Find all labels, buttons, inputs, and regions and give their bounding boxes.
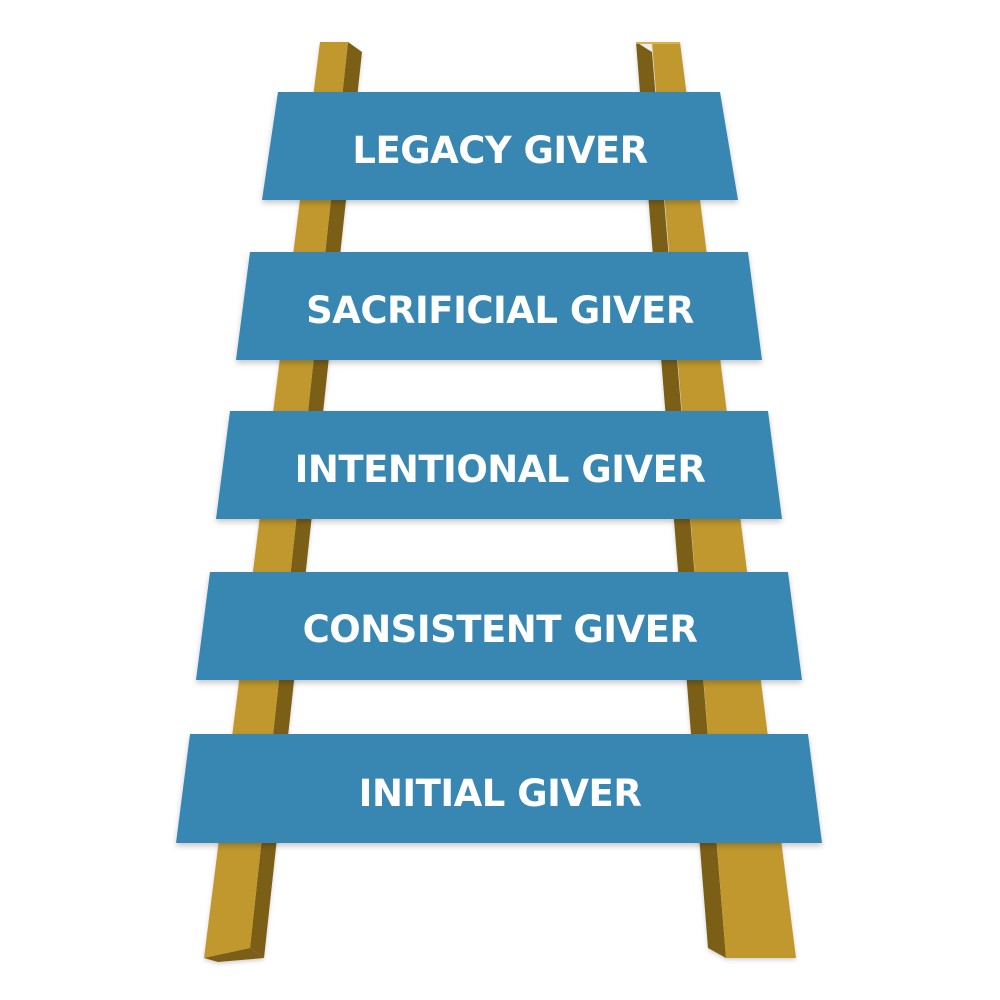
- rung-board: [262, 92, 738, 200]
- rung-label: INTENTIONAL GIVER: [295, 448, 706, 491]
- rung-intentional: INTENTIONAL GIVER: [216, 411, 782, 519]
- rung-initial: INITIAL GIVER: [176, 734, 822, 843]
- rung-board: [176, 734, 822, 843]
- rung-label: CONSISTENT GIVER: [303, 608, 698, 651]
- rung-sacrificial: SACRIFICIAL GIVER: [236, 252, 762, 360]
- rung-board: [196, 572, 802, 680]
- rung-label: INITIAL GIVER: [359, 772, 642, 815]
- rung-label: LEGACY GIVER: [352, 129, 647, 172]
- right-rail-top: [636, 42, 680, 44]
- rung-label: SACRIFICIAL GIVER: [306, 289, 694, 332]
- rung-board: [236, 252, 762, 360]
- rungs: LEGACY GIVER SACRIFICIAL GIVER INTENTION…: [176, 92, 822, 843]
- rung-legacy: LEGACY GIVER: [262, 92, 738, 200]
- left-rail-foot: [204, 948, 264, 962]
- rung-board: [216, 411, 782, 519]
- rung-consistent: CONSISTENT GIVER: [196, 572, 802, 680]
